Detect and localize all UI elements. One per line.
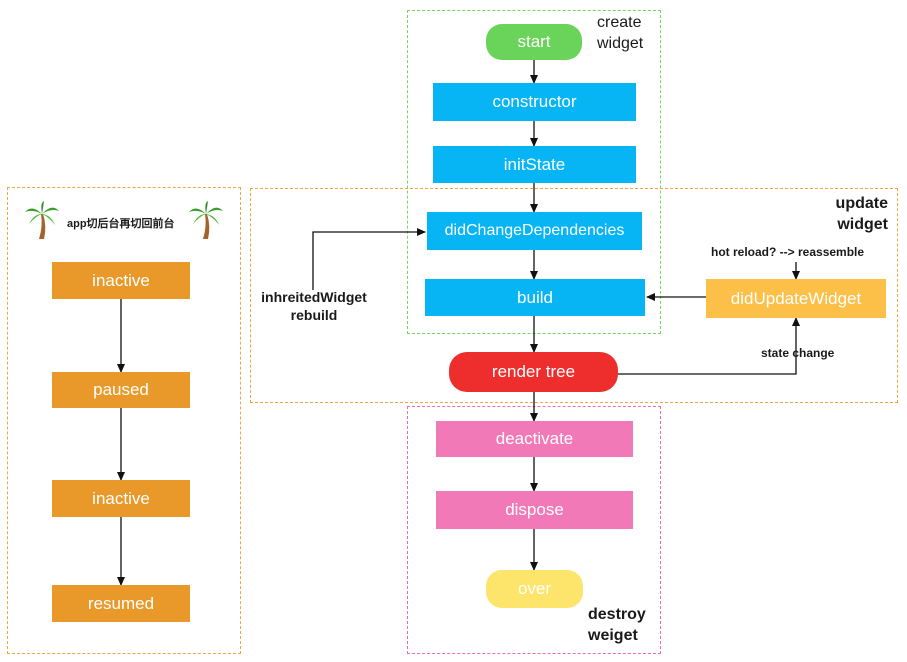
palm-tree-icon xyxy=(25,201,59,239)
inherited-label-line1: inhreitedWidget xyxy=(261,289,367,305)
hot-reload-label: hot reload? --> reassemble xyxy=(711,245,865,259)
didchangedependencies-node: didChangeDependencies xyxy=(427,212,642,250)
destroy-title-line2: weiget xyxy=(588,627,638,644)
render-tree-node: render tree xyxy=(449,352,618,392)
didupdatewidget-node: didUpdateWidget xyxy=(706,279,886,318)
app-group-title: app切后台再切回前台 xyxy=(67,218,175,230)
destroy-title-line1: destroy xyxy=(588,606,646,623)
palm-tree-icon xyxy=(189,201,223,239)
create-title-line1: create xyxy=(597,14,642,31)
update-title-line1: update xyxy=(835,195,888,212)
destroy-widget-title: destroy weiget xyxy=(588,604,646,646)
app-state-inactive: inactive xyxy=(52,262,190,299)
update-widget-title: update widget xyxy=(836,193,888,235)
deactivate-node: deactivate xyxy=(436,421,633,457)
app-state-inactive: inactive xyxy=(52,480,190,517)
app-lifecycle-group xyxy=(7,187,241,654)
state-change-label: state change xyxy=(761,346,835,360)
create-widget-title: create widget xyxy=(597,12,643,54)
update-widget-group xyxy=(250,188,898,403)
start-node: start xyxy=(486,24,582,60)
inherited-widget-label: inhreitedWidget rebuild xyxy=(255,288,373,324)
edge-inherited-rebuild xyxy=(312,228,426,290)
create-title-line2: widget xyxy=(597,35,644,52)
app-state-paused: paused xyxy=(52,372,190,408)
update-title-line2: widget xyxy=(837,216,888,233)
build-node: build xyxy=(425,279,645,316)
initstate-node: initState xyxy=(433,146,636,183)
edge-rendertree-didupdatewidget xyxy=(618,317,800,375)
over-node: over xyxy=(486,570,583,608)
app-state-resumed: resumed xyxy=(52,585,190,622)
constructor-node: constructor xyxy=(433,83,636,121)
inherited-label-line2: rebuild xyxy=(290,307,338,323)
dispose-node: dispose xyxy=(436,491,633,529)
